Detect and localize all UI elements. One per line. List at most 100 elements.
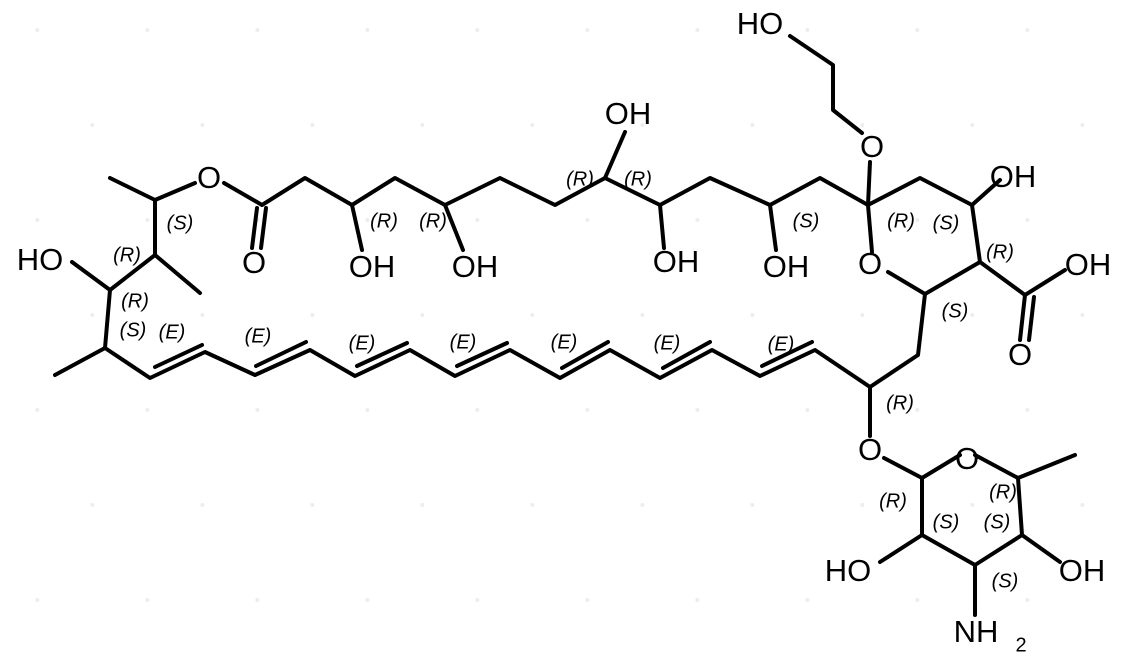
watermark-mark xyxy=(915,408,920,412)
atom-label: OH xyxy=(990,159,1037,194)
stereo-label: (E) xyxy=(654,332,681,354)
watermark-mark xyxy=(365,218,370,222)
watermark-mark xyxy=(420,503,425,507)
stereo-label: (R) xyxy=(121,290,149,312)
atom-label: O xyxy=(860,129,884,164)
watermark-mark xyxy=(640,503,645,507)
atom-label: O xyxy=(858,432,882,467)
watermark-mark xyxy=(90,123,95,127)
watermark-mark xyxy=(530,503,535,507)
watermark-mark xyxy=(475,408,480,412)
stereo-label: (R) xyxy=(986,241,1014,263)
atom-label: OH xyxy=(1059,553,1106,588)
atom-label: O xyxy=(955,441,979,476)
watermark-mark xyxy=(805,598,810,602)
stereo-label: (E) xyxy=(349,332,376,354)
watermark-mark xyxy=(1080,123,1085,127)
atom-label: OH xyxy=(452,249,499,284)
atom-label: O xyxy=(1008,337,1032,372)
watermark-mark xyxy=(255,598,260,602)
watermark-mark xyxy=(695,218,700,222)
stereo-label: (R) xyxy=(879,490,907,512)
watermark-mark xyxy=(1080,503,1085,507)
atom-label: HO xyxy=(737,6,784,41)
atom-label: HO xyxy=(17,242,64,277)
watermark-mark xyxy=(145,598,150,602)
stereodescriptor-labels: (S) (R) (R) (S) (E) (R) (R) (R) (R) (S) (R) (S) (R) (… xyxy=(113,168,1018,592)
watermark-mark xyxy=(35,28,40,32)
atom-label: OH xyxy=(605,96,652,131)
atom-label: OH xyxy=(349,249,396,284)
stereo-label: (S) xyxy=(942,300,969,322)
watermark-mark xyxy=(970,123,975,127)
watermark-mark xyxy=(750,313,755,317)
watermark-mark xyxy=(90,503,95,507)
watermark-mark xyxy=(310,503,315,507)
watermark-mark xyxy=(860,123,865,127)
atom-label: O xyxy=(197,160,221,195)
watermark-mark xyxy=(750,503,755,507)
watermark-mark xyxy=(860,313,865,317)
watermark-mark xyxy=(365,408,370,412)
watermark-mark xyxy=(585,408,590,412)
watermark-mark xyxy=(805,28,810,32)
stereo-label: (R) xyxy=(419,210,447,232)
stereo-label: (S) xyxy=(933,212,960,234)
watermark-mark xyxy=(585,598,590,602)
watermark-mark xyxy=(915,218,920,222)
watermark-mark xyxy=(970,503,975,507)
stereo-label: (R) xyxy=(566,168,594,190)
watermark-mark xyxy=(530,313,535,317)
watermark-mark xyxy=(915,598,920,602)
watermark-mark xyxy=(255,28,260,32)
watermark-pattern xyxy=(35,28,1085,602)
watermark-mark xyxy=(585,28,590,32)
atom-label: O xyxy=(242,245,266,280)
atom-subscript: 2 xyxy=(1015,634,1026,656)
watermark-mark xyxy=(365,28,370,32)
watermark-mark xyxy=(310,123,315,127)
stereo-label: (E) xyxy=(450,331,477,353)
stereo-label: (R) xyxy=(370,210,398,232)
atom-label: OH xyxy=(1065,247,1112,282)
watermark-mark xyxy=(35,218,40,222)
watermark-mark xyxy=(1025,28,1030,32)
stereo-label: (E) xyxy=(551,331,578,353)
watermark-mark xyxy=(255,408,260,412)
watermark-mark xyxy=(310,313,315,317)
stereo-label: (R) xyxy=(113,244,141,266)
stereo-label: (R) xyxy=(887,210,915,232)
watermark-mark xyxy=(1025,598,1030,602)
atom-label: NH xyxy=(954,614,999,649)
stereo-label: (S) xyxy=(933,511,960,533)
watermark-mark xyxy=(805,218,810,222)
watermark-mark xyxy=(145,28,150,32)
stereo-label: (R) xyxy=(886,392,914,414)
watermark-mark xyxy=(475,598,480,602)
watermark-mark xyxy=(1025,408,1030,412)
watermark-mark xyxy=(530,123,535,127)
watermark-mark xyxy=(35,408,40,412)
watermark-mark xyxy=(420,123,425,127)
watermark-mark xyxy=(695,28,700,32)
atom-label: O xyxy=(858,246,882,281)
watermark-mark xyxy=(640,123,645,127)
stereo-label: (E) xyxy=(245,325,272,347)
stereo-label: (S) xyxy=(167,212,194,234)
atom-label: OH xyxy=(653,244,700,279)
atom-label: HO xyxy=(825,553,872,588)
watermark-mark xyxy=(200,123,205,127)
watermark-mark xyxy=(200,503,205,507)
watermark-mark xyxy=(1080,313,1085,317)
watermark-mark xyxy=(805,408,810,412)
watermark-mark xyxy=(1025,218,1030,222)
watermark-mark xyxy=(640,313,645,317)
watermark-mark xyxy=(200,313,205,317)
stereo-label: (E) xyxy=(159,321,186,343)
atom-label: OH xyxy=(763,249,810,284)
watermark-mark xyxy=(475,218,480,222)
watermark-mark xyxy=(585,218,590,222)
stereo-label: (S) xyxy=(120,319,147,341)
